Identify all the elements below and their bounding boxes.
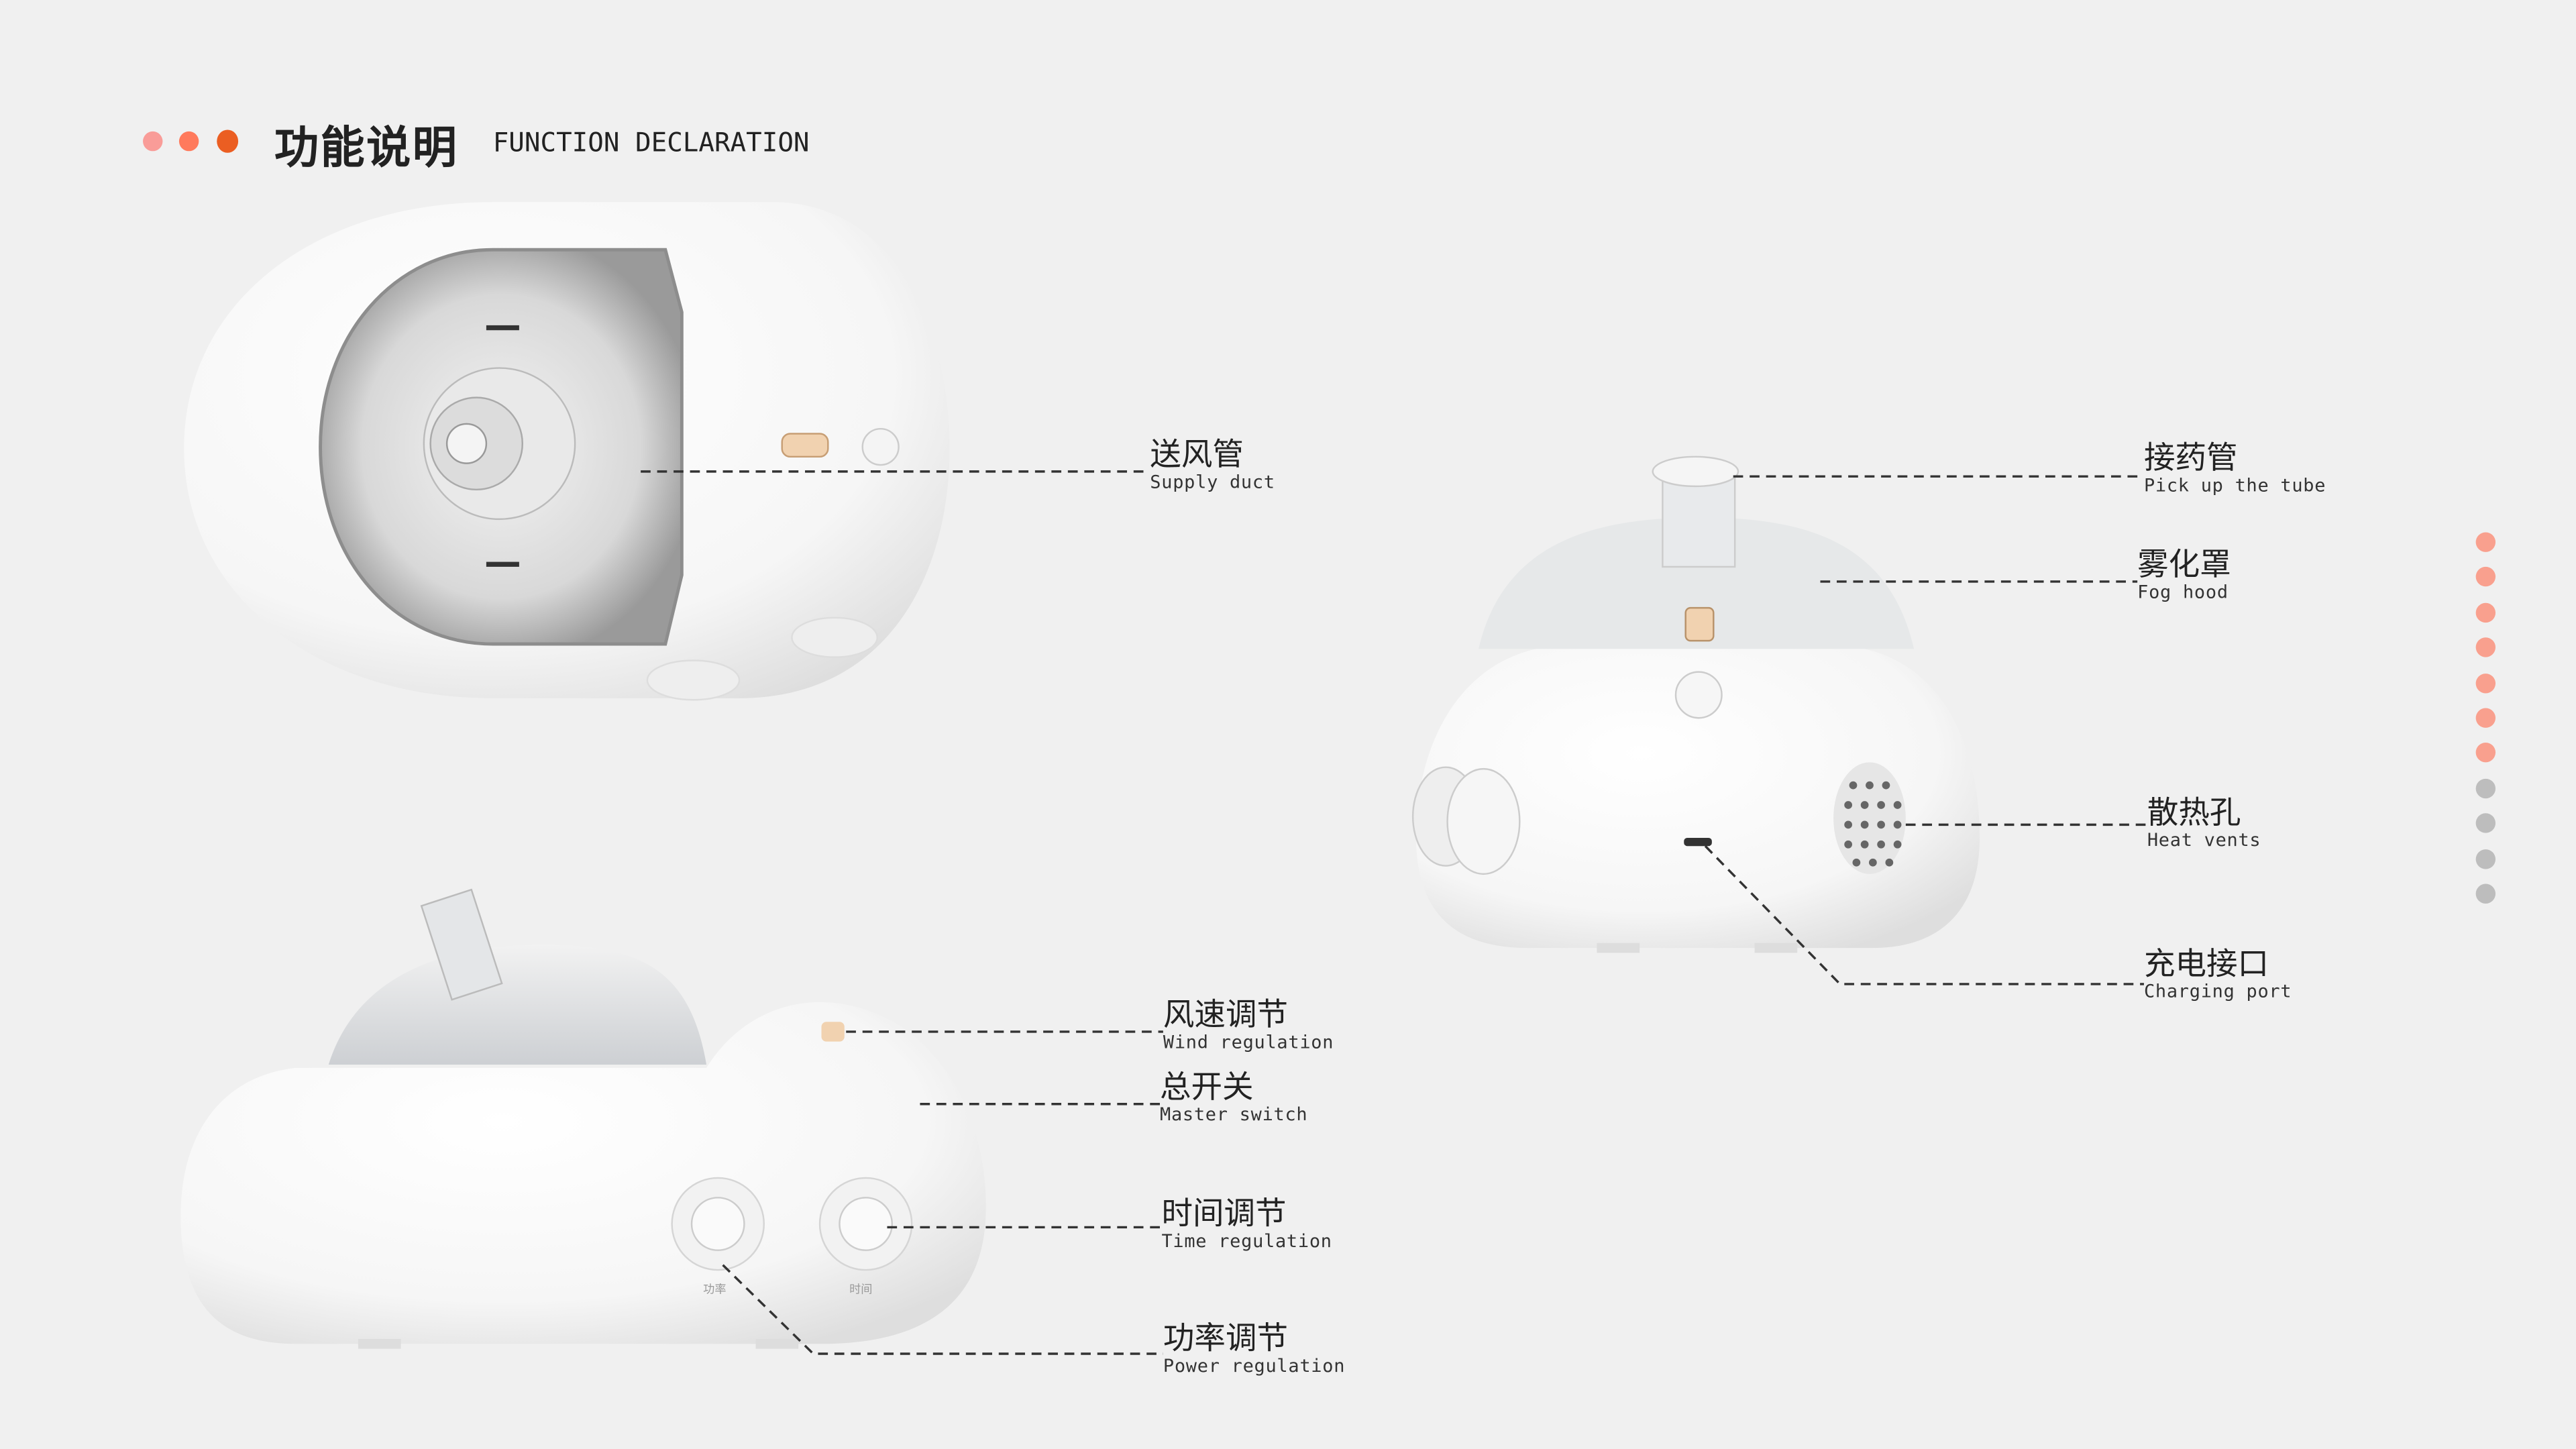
leader-lines — [641, 470, 2147, 1355]
page-dot[interactable] — [2475, 708, 2496, 728]
callout-subtitle: Supply duct — [1150, 471, 1275, 493]
knob-label-power: 功率 — [703, 1283, 727, 1297]
page-subtitle: FUNCTION DECLARATION — [492, 126, 810, 158]
page-dot[interactable] — [2475, 743, 2496, 763]
page-title: 功能说明 — [274, 123, 459, 174]
callout-title: 风速调节 — [1163, 997, 1289, 1034]
callout-subtitle: Heat vents — [2147, 829, 2261, 851]
page-dot[interactable] — [2475, 849, 2496, 869]
callout-title: 散热孔 — [2147, 795, 2241, 832]
page-dot[interactable] — [2475, 813, 2496, 834]
callout-subtitle: Wind regulation — [1163, 1031, 1334, 1053]
page-dot[interactable] — [2475, 567, 2496, 588]
side-view-device — [180, 888, 986, 1349]
callout-title: 送风管 — [1150, 437, 1244, 474]
callout-subtitle: Fog hood — [2137, 581, 2229, 603]
callout-subtitle: Charging port — [2143, 981, 2292, 1002]
front-view-device — [1411, 455, 1980, 953]
callout-title: 总开关 — [1159, 1069, 1254, 1106]
page-dot[interactable] — [2475, 532, 2496, 552]
page-dot[interactable] — [2475, 778, 2496, 798]
callout-title: 雾化罩 — [2137, 547, 2231, 584]
callout-title: 时间调节 — [1161, 1195, 1287, 1232]
top-view-device — [184, 202, 950, 701]
title-dot-3 — [217, 129, 239, 153]
page-dot[interactable] — [2475, 637, 2496, 658]
knob-label-time: 时间 — [849, 1283, 873, 1297]
callout-subtitle: Power regulation — [1163, 1355, 1346, 1377]
callout-subtitle: Pick up the tube — [2143, 474, 2326, 496]
callout-subtitle: Time regulation — [1161, 1230, 1332, 1252]
page-dot[interactable] — [2475, 602, 2496, 623]
page-dot[interactable] — [2475, 673, 2496, 693]
title-dot-2 — [178, 131, 199, 152]
callout-title: 接药管 — [2143, 440, 2238, 477]
callout-subtitle: Master switch — [1159, 1104, 1308, 1126]
callout-title: 功率调节 — [1163, 1320, 1289, 1357]
page-dot[interactable] — [2475, 883, 2496, 904]
title-dot-1 — [143, 131, 163, 152]
callout-title: 充电接口 — [2143, 946, 2269, 983]
